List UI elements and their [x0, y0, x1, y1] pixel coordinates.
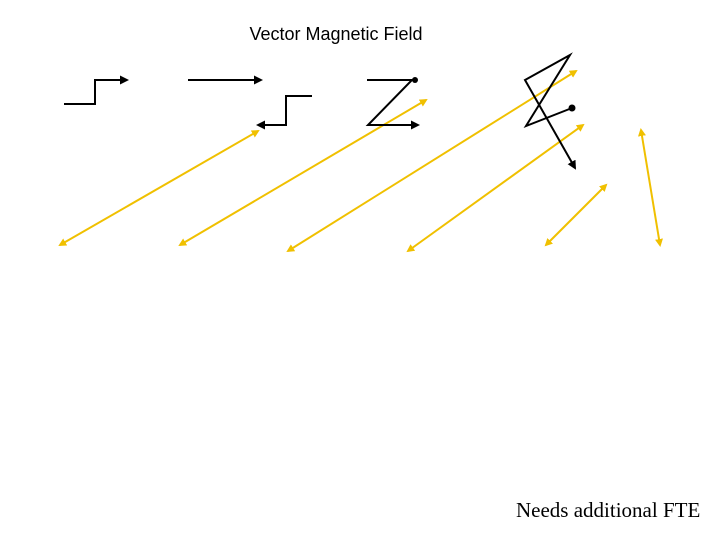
trace-zigzag — [523, 52, 576, 170]
trace-zigzag-dot — [568, 104, 576, 112]
field-vector-6 — [638, 128, 663, 247]
trace-z-dot — [412, 77, 418, 83]
field-vector-4 — [406, 123, 585, 253]
trace-step-up-2 — [256, 95, 312, 130]
field-vector-1 — [58, 130, 260, 246]
trace-z-shape — [365, 79, 420, 130]
trace-step-up-1 — [64, 75, 129, 105]
field-vector-2 — [178, 98, 428, 247]
footnote: Needs additional FTE — [516, 498, 701, 522]
field-vector-5 — [544, 183, 608, 247]
slide-title: Vector Magnetic Field — [249, 24, 423, 44]
